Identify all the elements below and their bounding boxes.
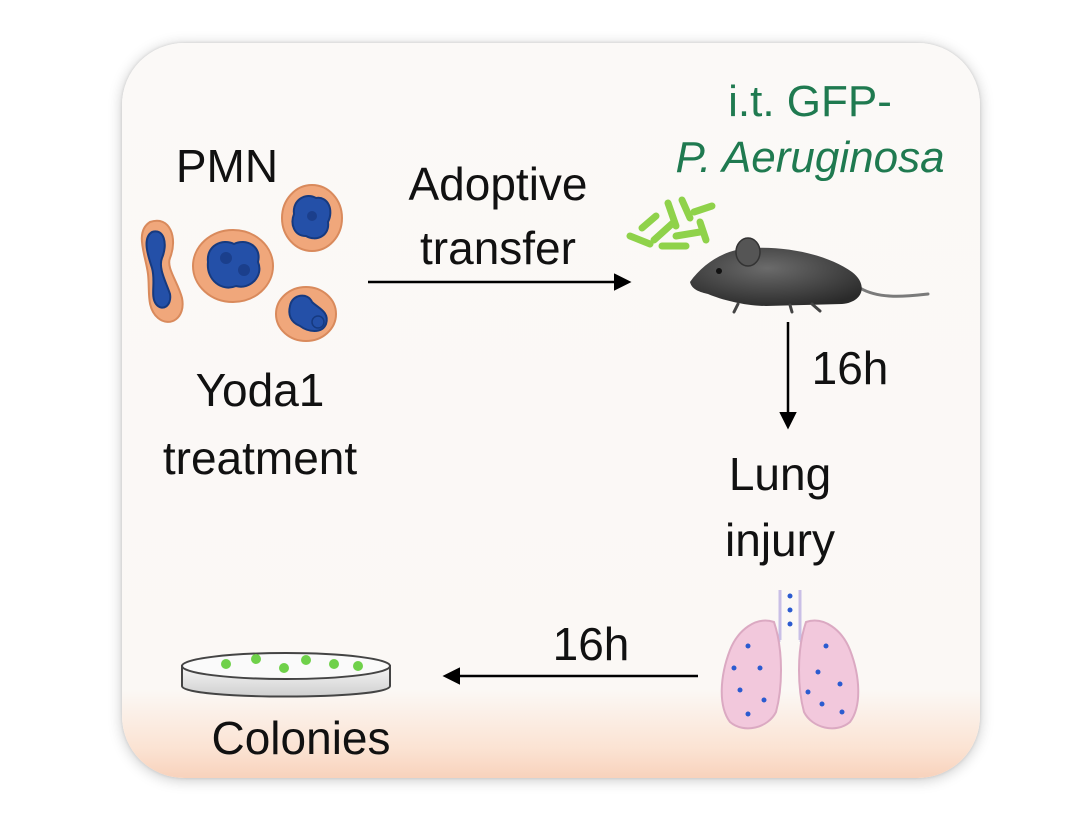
cells-label: PMN xyxy=(175,140,279,192)
outcome-label-line2: injury xyxy=(725,514,835,566)
transfer-label-line2: transfer xyxy=(420,222,576,274)
plating-time-label: 16h xyxy=(552,618,630,670)
lungs-icon xyxy=(720,590,860,730)
bacteria-icon xyxy=(626,196,716,250)
treatment-label-line1: Yoda1 xyxy=(195,364,325,416)
incubation-time-label: 16h xyxy=(811,342,889,394)
petri-dish-icon xyxy=(181,652,391,698)
bacteria-label-line2: P. Aeruginosa xyxy=(675,133,945,182)
bacteria-label-line1: i.t. GFP- xyxy=(728,77,892,126)
mouse-icon xyxy=(690,237,930,314)
outcome-label-line1: Lung xyxy=(728,448,832,500)
neutrophil-cells-icon xyxy=(140,184,343,342)
result-label: Colonies xyxy=(211,712,391,764)
treatment-label-line2: treatment xyxy=(162,432,358,484)
transfer-label-line1: Adoptive xyxy=(408,158,588,210)
